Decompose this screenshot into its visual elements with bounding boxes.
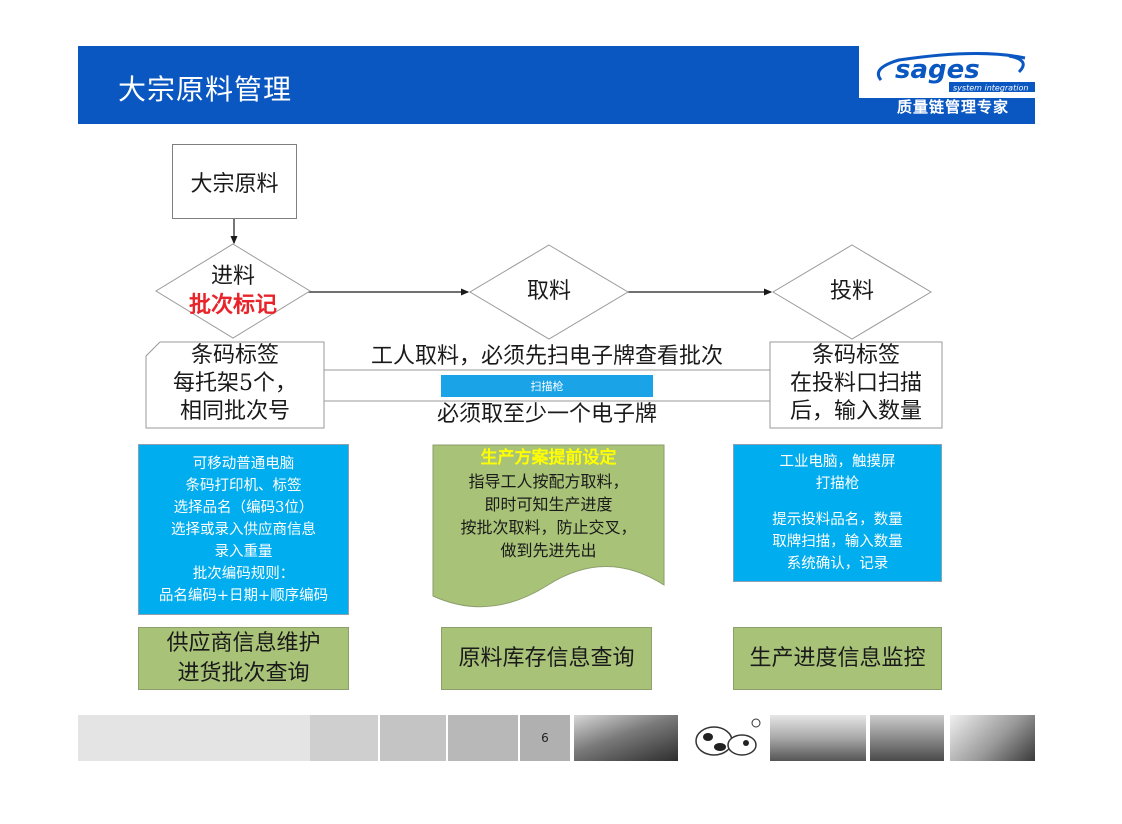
worker-photo bbox=[870, 715, 944, 761]
left-barcode-cell: 条码标签 每托架5个， 相同批次号 bbox=[146, 342, 324, 426]
feed-diamond: 投料 bbox=[772, 244, 932, 340]
detail-line: 取牌扫描，输入数量 bbox=[772, 534, 903, 550]
cattle-photo bbox=[770, 715, 866, 761]
plan-document-shape bbox=[432, 444, 665, 608]
detail-line: 录入重量 bbox=[214, 543, 273, 560]
plan-document-line: 指导工人按配方取料， bbox=[468, 472, 629, 491]
pick-label: 取料 bbox=[526, 279, 571, 304]
rooster-photo bbox=[574, 715, 678, 761]
plan-document-title: 生产方案提前设定 bbox=[480, 448, 617, 468]
logo-tagline-text: system integration bbox=[953, 84, 1028, 93]
inventory-query-box: 原料库存信息查询 bbox=[441, 627, 652, 690]
sages-logo: sages system integration bbox=[859, 46, 1035, 98]
right-cell-outline bbox=[769, 341, 943, 429]
plan-document-text: 生产方案提前设定 指导工人按配方取料， 即时可知生产进度 按批次取料，防止交叉，… bbox=[433, 447, 664, 562]
supplier-maintenance-box: 供应商信息维护 进货批次查询 bbox=[138, 627, 349, 690]
production-monitor-box: 生产进度信息监控 bbox=[733, 627, 942, 690]
scanner-bar: 扫描枪 bbox=[441, 375, 653, 397]
truck-photo bbox=[950, 715, 1035, 761]
logo-slogan: 质量链管理专家 bbox=[896, 98, 1009, 116]
detail-line: 条码打印机、标签 bbox=[185, 477, 302, 494]
intake-details-box: 可移动普通电脑 条码打印机、标签 选择品名（编码3位） 选择或录入供应商信息 录… bbox=[138, 444, 349, 615]
footer-band-mid1 bbox=[310, 715, 378, 761]
sages-logo-graphic: sages system integration bbox=[876, 51, 1035, 93]
footer-band-mid3 bbox=[448, 715, 518, 761]
detail-line: 选择或录入供应商信息 bbox=[171, 521, 316, 538]
detail-line: 选择品名（编码3位） bbox=[173, 499, 314, 516]
pick-diamond: 取料 bbox=[469, 244, 629, 340]
detail-line: 可移动普通电脑 bbox=[192, 455, 295, 472]
left-cell-line: 每托架5个， bbox=[173, 371, 297, 396]
plan-document-line: 即时可知生产进度 bbox=[484, 495, 613, 514]
pick-instruction-bottom: 必须取至少一个电子牌 bbox=[436, 402, 657, 427]
detail-line: 品名编码+日期+顺序编码 bbox=[158, 587, 329, 604]
detail-line: 提示投料品名，数量 bbox=[772, 512, 903, 528]
batch-mark-label: 批次标记 bbox=[188, 292, 277, 318]
detail-line: 打描枪 bbox=[815, 476, 860, 492]
left-cell-line: 相同批次号 bbox=[179, 399, 290, 424]
page-number: 6 bbox=[520, 715, 570, 761]
intake-label: 进料 bbox=[210, 264, 255, 289]
feed-label: 投料 bbox=[829, 279, 874, 304]
detail-line: 批次编码规则： bbox=[192, 565, 295, 582]
slide-header: 大宗原料管理 sages system integration 质量链管理专家 bbox=[78, 46, 1035, 124]
logo-brand-text: sages bbox=[895, 55, 980, 85]
pick-instruction-top: 工人取料，必须先扫电子牌查看批次 bbox=[370, 344, 723, 369]
plan-document-line: 按批次取料，防止交叉， bbox=[460, 518, 637, 537]
cow-cartoon-image bbox=[684, 715, 768, 761]
bottom-left-line: 进货批次查询 bbox=[177, 660, 310, 686]
detail-line: 工业电脑，触摸屏 bbox=[779, 454, 896, 470]
feed-details-box: 工业电脑，触摸屏 打描枪 提示投料品名，数量 取牌扫描，输入数量 系统确认，记录 bbox=[733, 444, 942, 582]
right-cell-line: 后，输入数量 bbox=[789, 399, 922, 424]
slide-title: 大宗原料管理 bbox=[118, 73, 293, 106]
detail-line: 系统确认，记录 bbox=[786, 556, 889, 572]
left-cell-outline bbox=[145, 341, 325, 429]
plan-document-line: 做到先进先出 bbox=[500, 541, 597, 560]
raw-material-start-box: 大宗原料 bbox=[172, 144, 297, 219]
right-cell-line: 条码标签 bbox=[811, 343, 900, 368]
right-cell-line: 在投料口扫描 bbox=[789, 371, 922, 396]
footer-band-mid2 bbox=[380, 715, 446, 761]
left-cell-line: 条码标签 bbox=[190, 343, 279, 368]
bottom-left-line: 供应商信息维护 bbox=[166, 630, 321, 656]
intake-diamond: 进料 批次标记 bbox=[155, 243, 311, 339]
footer-band-light bbox=[78, 715, 310, 761]
right-barcode-cell: 条码标签 在投料口扫描 后，输入数量 bbox=[770, 342, 942, 426]
